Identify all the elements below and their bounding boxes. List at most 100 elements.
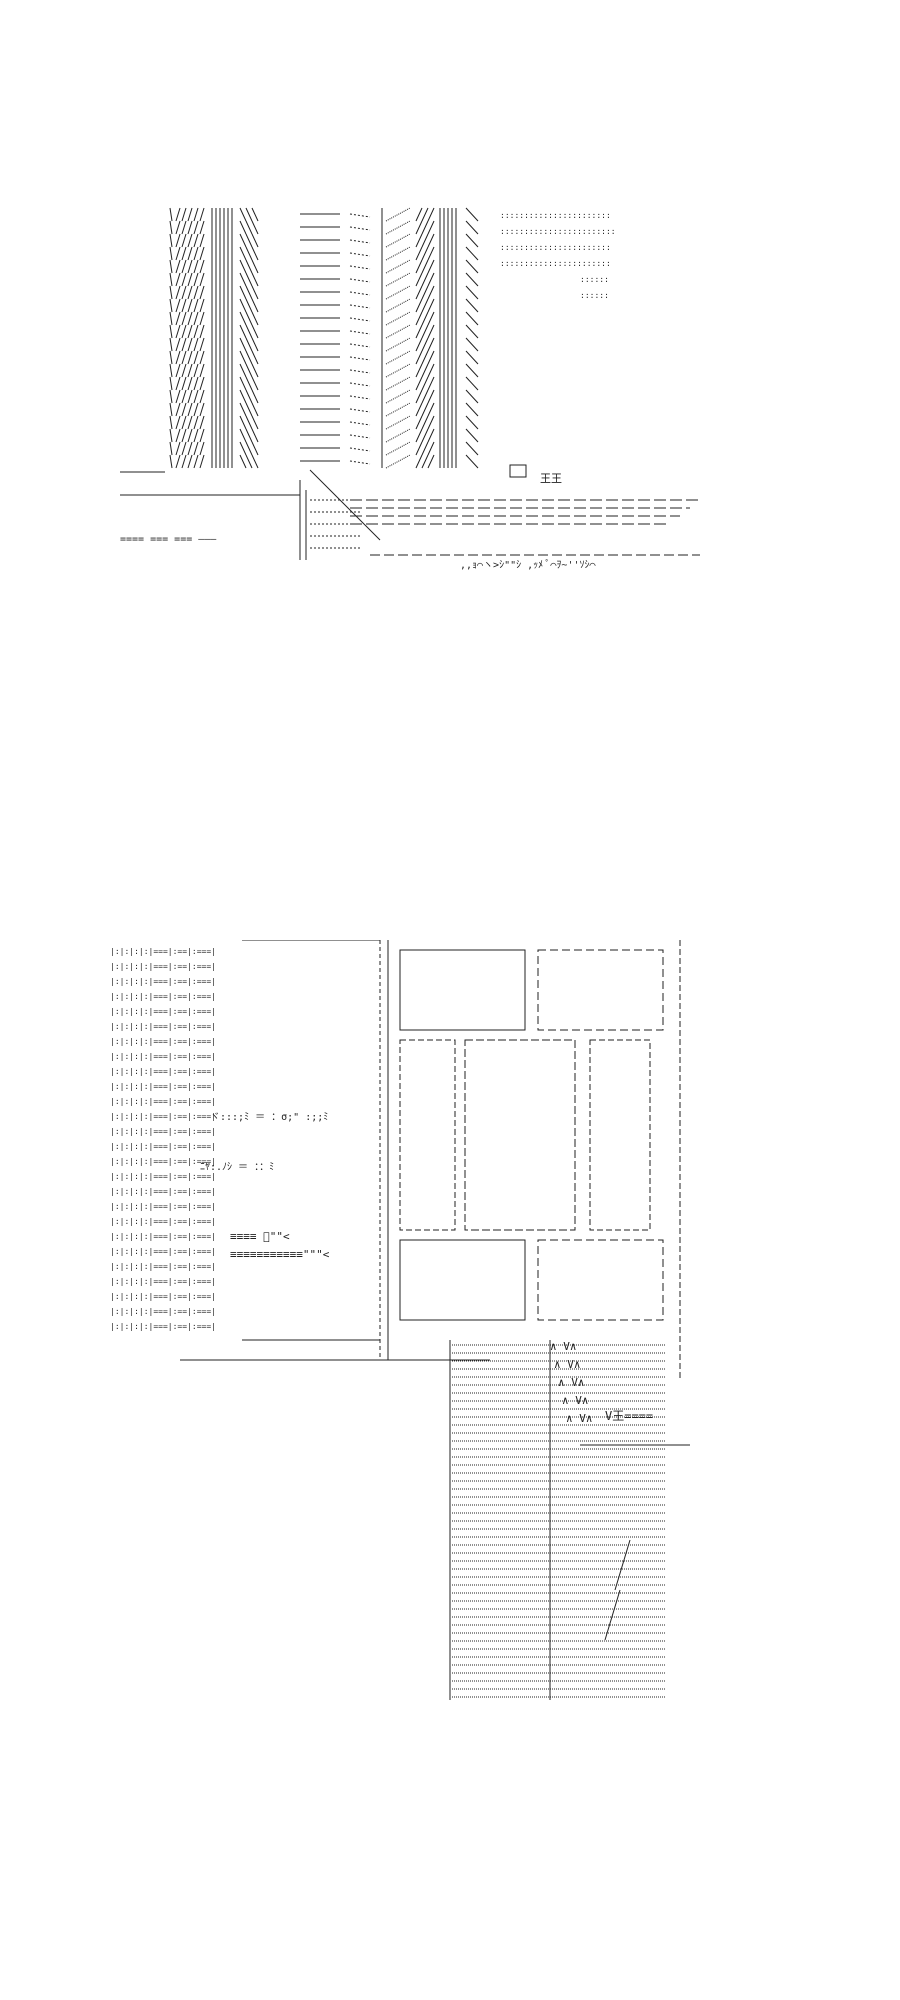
tower-left-hatch bbox=[175, 233, 181, 248]
tower-right-hatch bbox=[421, 285, 429, 300]
tower-right-hatch bbox=[385, 285, 411, 300]
tower-left-hatch bbox=[181, 207, 187, 222]
slash bbox=[614, 1539, 631, 1591]
tower-left-hatch bbox=[187, 311, 193, 326]
tower-left-hatch bbox=[181, 298, 187, 313]
tower-left-hatch bbox=[245, 272, 253, 287]
tower-mid-ledge bbox=[349, 265, 371, 270]
tower-left-hatch bbox=[239, 415, 247, 430]
tower-right-hatch bbox=[385, 376, 411, 391]
wall-row: |:|:|:|:|===|:==|:===| bbox=[110, 1142, 216, 1151]
tower-mid-ledge bbox=[349, 395, 371, 400]
wall-row: |:|:|:|:|===|:==|:===| bbox=[110, 1232, 216, 1241]
tower-left-hatch bbox=[181, 272, 187, 287]
wall-row: |:|:|:|:|===|:==|:===| bbox=[110, 1097, 216, 1106]
tower-left-stroke bbox=[169, 207, 173, 222]
tower-left-hatch bbox=[199, 246, 205, 261]
tower-left-hatch bbox=[187, 363, 193, 378]
tower-left-hatch bbox=[199, 402, 205, 417]
tower-left-hatch bbox=[175, 298, 181, 313]
tower-left-hatch bbox=[175, 285, 181, 300]
tower-left-hatch bbox=[181, 220, 187, 235]
tower-left-stroke bbox=[169, 220, 173, 235]
wall-row: |:|:|:|:|===|:==|:===| bbox=[110, 1187, 216, 1196]
tower-left-hatch bbox=[187, 415, 193, 430]
wall-row: |:|:|:|:|===|:==|:===| bbox=[110, 977, 216, 986]
tower-right-hatch bbox=[465, 350, 479, 365]
tower-left-hatch bbox=[251, 441, 259, 456]
tower-right-hatch bbox=[427, 454, 435, 469]
tower-right-hatch bbox=[427, 402, 435, 417]
tower-right-hatch bbox=[385, 246, 411, 261]
tower-left-hatch bbox=[175, 350, 181, 365]
tower-mid-ledge bbox=[349, 278, 371, 283]
tower-left-hatch bbox=[193, 350, 199, 365]
tower-left-hatch bbox=[181, 233, 187, 248]
window-pane bbox=[399, 1239, 526, 1321]
slash bbox=[604, 1589, 621, 1641]
tower-left-hatch bbox=[181, 363, 187, 378]
tower-left-hatch bbox=[199, 363, 205, 378]
tower-left-hatch bbox=[181, 337, 187, 352]
tower-left-hatch bbox=[181, 454, 187, 469]
tower-right-hatch bbox=[415, 415, 423, 430]
tower-right-hatch bbox=[465, 220, 479, 235]
tower-right-hatch bbox=[427, 350, 435, 365]
tower-left-hatch bbox=[187, 272, 193, 287]
tower-left-stroke bbox=[169, 363, 173, 378]
window-figure-art: |:|:|:|:|===|:==|:===| |:|:|:|:|===|:==|:… bbox=[110, 940, 690, 1700]
tower-right-hatch bbox=[427, 389, 435, 404]
tower-left-hatch bbox=[245, 441, 253, 456]
tower-right-hatch bbox=[427, 363, 435, 378]
tower-left-stroke bbox=[169, 428, 173, 443]
tower-left-hatch bbox=[181, 350, 187, 365]
tower-left-stroke bbox=[169, 389, 173, 404]
tower-right-hatch bbox=[421, 324, 429, 339]
tower-left-stroke bbox=[169, 324, 173, 339]
tower-mid-ledge bbox=[349, 304, 371, 309]
tower-right-hatch bbox=[465, 337, 479, 352]
tower-right-hatch bbox=[465, 415, 479, 430]
tower-left-stroke bbox=[169, 402, 173, 417]
tower-left-hatch bbox=[239, 311, 247, 326]
tower-mid-ledge bbox=[349, 408, 371, 413]
tower-mid-ledge bbox=[349, 460, 371, 465]
tower-right-hatch bbox=[465, 298, 479, 313]
tower-left-hatch bbox=[239, 220, 247, 235]
tower-left-hatch bbox=[193, 233, 199, 248]
window-dots: :::::: bbox=[580, 275, 609, 284]
tower-left-hatch bbox=[245, 233, 253, 248]
tower-left-stroke bbox=[169, 350, 173, 365]
tower-right-hatch bbox=[415, 376, 423, 391]
tower-mid-ledge bbox=[349, 382, 371, 387]
tower-left-hatch bbox=[175, 402, 181, 417]
window-dots: ::::::::::::::::::::::: bbox=[500, 211, 611, 220]
window-dots: ::::::::::::::::::::::: bbox=[500, 243, 611, 252]
street-diagonal bbox=[309, 469, 381, 541]
tower-left-hatch bbox=[193, 428, 199, 443]
tower-left-hatch bbox=[239, 246, 247, 261]
tower-right-hatch bbox=[421, 415, 429, 430]
tower-left-hatch bbox=[239, 441, 247, 456]
tower-left-hatch bbox=[175, 389, 181, 404]
tower-left-hatch bbox=[181, 428, 187, 443]
tower-left-hatch bbox=[199, 272, 205, 287]
tower-right-hatch bbox=[421, 402, 429, 417]
tower-left-hatch bbox=[251, 207, 259, 222]
tower-left-hatch bbox=[181, 324, 187, 339]
tower-right-hatch bbox=[415, 298, 423, 313]
window-dots: ::::::::::::::::::::::: bbox=[500, 259, 611, 268]
tower-left-hatch bbox=[199, 259, 205, 274]
tower-left-hatch bbox=[245, 376, 253, 391]
tower-mid-ledge bbox=[349, 213, 371, 218]
wall-row: |:|:|:|:|===|:==|:===| bbox=[110, 1157, 216, 1166]
tower-left-hatch bbox=[251, 246, 259, 261]
tower-right-hatch bbox=[427, 441, 435, 456]
tower-left-hatch bbox=[181, 259, 187, 274]
tower-left-hatch bbox=[175, 207, 181, 222]
tower-mid-ledge bbox=[349, 343, 371, 348]
tower-right-hatch bbox=[385, 233, 411, 248]
wall-row: |:|:|:|:|===|:==|:===| bbox=[110, 1067, 216, 1076]
tower-left-hatch bbox=[187, 246, 193, 261]
tower-left-stroke bbox=[169, 285, 173, 300]
